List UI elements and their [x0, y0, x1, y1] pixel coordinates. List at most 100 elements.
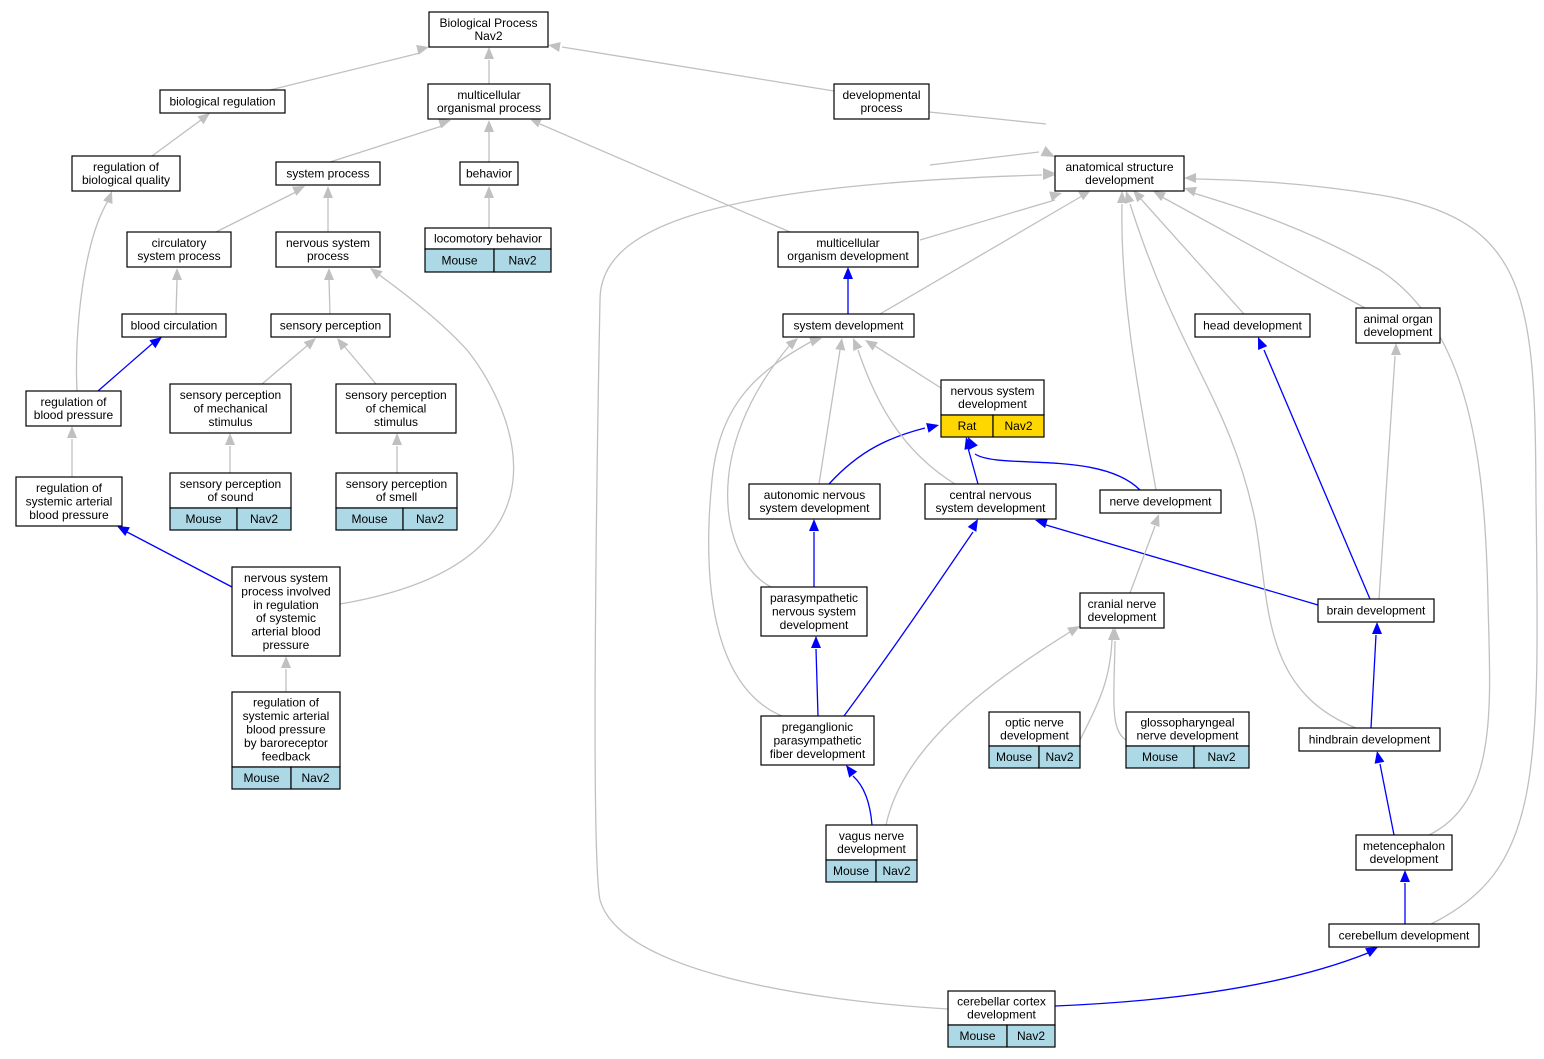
edge-gray-24 [928, 111, 1047, 125]
arrowhead-gray [103, 191, 113, 205]
edge-gray-4 [215, 191, 297, 233]
node-box [169, 383, 292, 434]
node-label-line: biological regulation [169, 95, 275, 109]
node-box [335, 472, 458, 509]
arrowhead-blue [1400, 870, 1410, 882]
go-node-brain-development[interactable]: brain development [1317, 598, 1435, 623]
node-box [833, 83, 930, 120]
node-box [231, 566, 341, 657]
node-label-line: parasympathetic [773, 734, 861, 748]
node-label-line: cranial nerve [1088, 597, 1157, 611]
node-label-line: stimulus [374, 415, 418, 429]
gene-cell [992, 414, 1045, 438]
edge-gray-6 [329, 125, 443, 163]
arrowhead-gray [1043, 170, 1055, 180]
go-node-sensory-perception[interactable]: sensory perception [270, 313, 391, 338]
node-box [270, 313, 391, 338]
node-label-line: system development [935, 501, 1046, 515]
node-label-line: Nav2 [474, 29, 502, 43]
node-box [335, 383, 457, 434]
node-box [459, 161, 519, 186]
node-label-line: by baroreceptor [244, 736, 328, 750]
node-label-line: hindbrain development [1309, 733, 1431, 747]
go-node-hindbrain-development[interactable]: hindbrain development [1298, 727, 1441, 752]
edge-gray-46 [1113, 640, 1127, 741]
species-label: Mouse [1142, 750, 1178, 764]
edge-blue-38 [1045, 524, 1319, 606]
node-label-line: regulation of [40, 395, 107, 409]
node-label-line: feedback [262, 749, 312, 763]
node-box [126, 231, 232, 268]
go-node-behavior[interactable]: behavior [459, 161, 519, 186]
edge-gray-15 [343, 345, 377, 385]
gene-cell [875, 859, 918, 883]
arrowhead-gray [484, 47, 494, 59]
go-node-blood-circulation[interactable]: blood circulation [121, 313, 227, 338]
node-label-line: Biological Process [439, 16, 537, 30]
arrowhead-blue [968, 437, 978, 450]
species-label: Mouse [441, 254, 477, 268]
node-label-line: blood circulation [131, 319, 218, 333]
node-label-line: nervous system [286, 236, 370, 250]
edge-blue-55 [1054, 952, 1369, 1007]
node-label-line: parasympathetic [770, 591, 858, 605]
node-label-line: stimulus [208, 415, 252, 429]
edge-gray-32 [857, 349, 956, 485]
node-label-line: development [958, 397, 1027, 411]
edge-blue-49 [852, 775, 873, 826]
go-node-nerve-development[interactable]: nerve development [1099, 489, 1222, 514]
node-label-line: development [1000, 729, 1069, 743]
edge-gray-19 [339, 273, 515, 605]
node-label-line: blood pressure [29, 508, 109, 522]
arrowhead-blue [1372, 622, 1382, 634]
arrowhead-gray [865, 340, 878, 351]
go-node-cerebellum-development[interactable]: cerebellum development [1328, 923, 1480, 948]
node-label-line: cerebellar cortex [957, 994, 1046, 1008]
node-label-line: blood pressure [246, 723, 326, 737]
edge-blue-34 [974, 453, 1141, 491]
arrowhead-blue [149, 337, 162, 349]
edge-gray-40 [1378, 355, 1396, 600]
go-node-head-development[interactable]: head development [1194, 313, 1311, 338]
node-label-line: sensory perception [345, 388, 446, 402]
node-box [169, 472, 292, 509]
edge-gray-22 [919, 199, 1056, 241]
go-node-biological-regulation[interactable]: biological regulation [159, 89, 286, 114]
node-label-line: development [1364, 325, 1433, 339]
arrowhead-gray [1067, 626, 1080, 637]
node-label-line: pressure [263, 638, 310, 652]
node-label-line: sensory perception [346, 477, 447, 491]
go-node-system-process[interactable]: system process [275, 161, 381, 186]
edge-blue-43 [843, 531, 974, 717]
go-node-system-development[interactable]: system development [782, 313, 915, 338]
